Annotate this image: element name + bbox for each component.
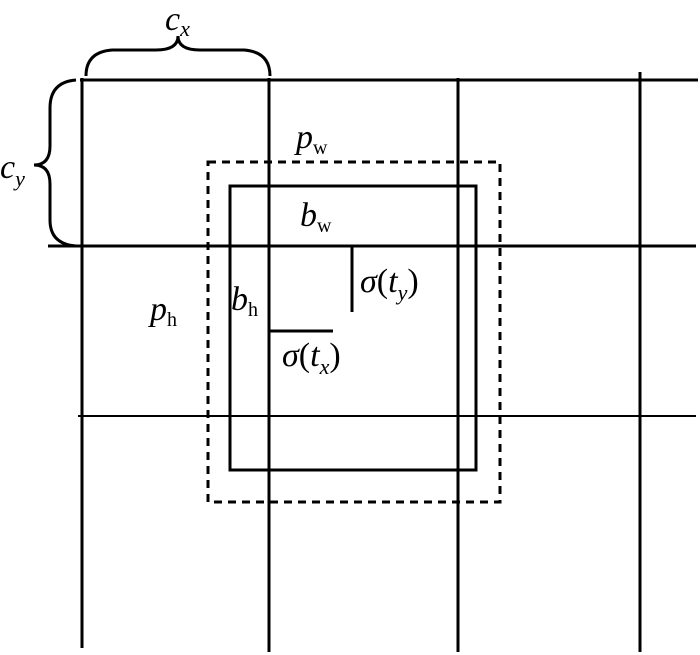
ph-label: ph	[148, 291, 177, 331]
pw-label: pw	[294, 119, 328, 159]
sigma-ty-label: σ(ty)	[360, 263, 419, 305]
cy-brace	[33, 78, 77, 248]
cx-brace	[84, 35, 272, 77]
cy-label: cy	[0, 149, 25, 191]
sigma-tx-label: σ(tx)	[282, 337, 341, 379]
grid	[48, 72, 698, 652]
bh-label: bh	[231, 281, 258, 321]
prior-box-dashed	[206, 160, 502, 504]
cx-label: cx	[165, 1, 190, 41]
predicted-box	[228, 184, 478, 472]
bw-label: bw	[300, 197, 332, 237]
